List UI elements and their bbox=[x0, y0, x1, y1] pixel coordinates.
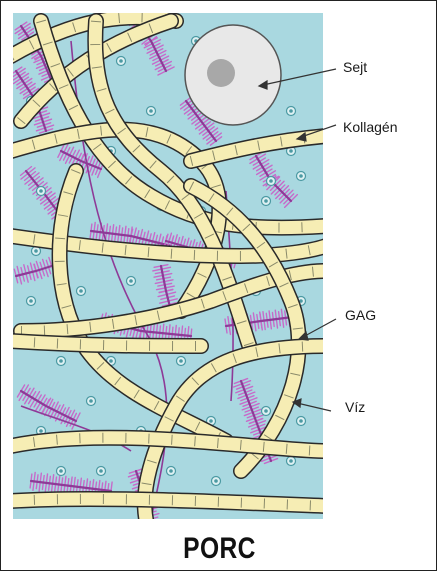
water-molecule-core bbox=[269, 179, 273, 183]
label-collagen: Kollagén bbox=[343, 119, 398, 135]
collagen-fiber bbox=[11, 499, 326, 506]
label-water: Víz bbox=[345, 399, 365, 415]
label-cell: Sejt bbox=[343, 59, 367, 75]
water-molecule-core bbox=[299, 419, 303, 423]
water-molecule-core bbox=[149, 109, 153, 113]
water-molecule-core bbox=[289, 109, 293, 113]
water-molecule-core bbox=[59, 469, 63, 473]
water-molecule-core bbox=[109, 359, 113, 363]
water-molecule-core bbox=[39, 189, 43, 193]
water-molecule-core bbox=[289, 459, 293, 463]
water-molecule-core bbox=[39, 429, 43, 433]
water-molecule-core bbox=[34, 249, 38, 253]
water-molecule-core bbox=[299, 174, 303, 178]
water-molecule-core bbox=[89, 399, 93, 403]
water-molecule-core bbox=[99, 469, 103, 473]
water-molecule-core bbox=[289, 149, 293, 153]
water-molecule-core bbox=[264, 199, 268, 203]
cell-nucleus bbox=[207, 59, 235, 87]
water-molecule-core bbox=[59, 359, 63, 363]
cell bbox=[185, 25, 281, 125]
water-molecule-core bbox=[214, 479, 218, 483]
water-molecule-core bbox=[29, 299, 33, 303]
water-molecule-core bbox=[209, 419, 213, 423]
water-molecule-core bbox=[264, 409, 268, 413]
water-molecule-core bbox=[119, 59, 123, 63]
label-gag: GAG bbox=[345, 307, 376, 323]
water-molecule-core bbox=[169, 469, 173, 473]
water-molecule-core bbox=[79, 289, 83, 293]
figure-title: PORC bbox=[40, 532, 398, 566]
water-molecule-core bbox=[179, 359, 183, 363]
water-molecule-core bbox=[129, 279, 133, 283]
